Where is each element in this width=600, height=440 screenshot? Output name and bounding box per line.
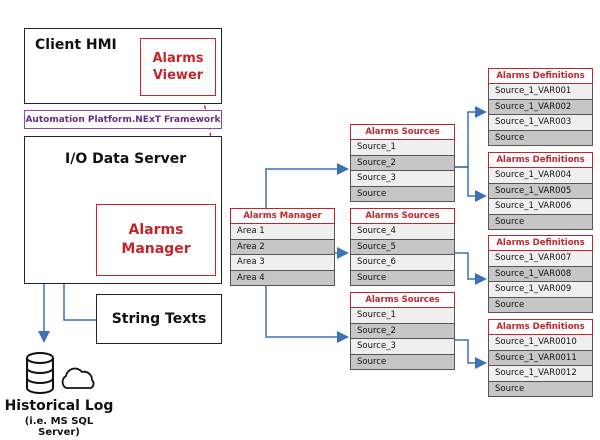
- alarms-sources-header: Alarms Sources: [350, 292, 455, 308]
- table-row: Area 3: [230, 255, 335, 271]
- alarms-sources-table-2: Alarms Sources Source_4 Source_5 Source_…: [350, 208, 455, 286]
- table-row: Source: [488, 381, 593, 397]
- table-row: Source_1: [350, 308, 455, 324]
- table-row: Source_1_VAR006: [488, 199, 593, 215]
- alarms-definitions-header: Alarms Definitions: [488, 235, 593, 251]
- table-row: Source_1_VAR0010: [488, 335, 593, 351]
- framework-bar: Automation Platform.NExT Framework: [24, 110, 222, 129]
- cloud-icon: [61, 367, 95, 389]
- alarms-sources-table-3: Alarms Sources Source_1 Source_2 Source_…: [350, 292, 455, 370]
- area-to-sources-3: [265, 283, 349, 343]
- table-row: Source_4: [350, 224, 455, 240]
- table-row: Source_3: [350, 339, 455, 355]
- alarms-definitions-table-1: Alarms Definitions Source_1_VAR001 Sourc…: [488, 68, 593, 146]
- historical-log-subtitle: (i.e. MS SQL Server): [24, 416, 94, 438]
- table-row: Source_1_VAR009: [488, 282, 593, 298]
- alarms-definitions-header: Alarms Definitions: [488, 319, 593, 335]
- alarms-manager-line1: Alarms: [128, 222, 184, 238]
- alarms-sources-header: Alarms Sources: [350, 208, 455, 224]
- alarms-viewer-line2: Viewer: [152, 68, 204, 83]
- table-row: Source_2: [350, 155, 455, 171]
- table-row: Source_3: [350, 171, 455, 187]
- table-row: Area 2: [230, 239, 335, 255]
- table-row: Source_1_VAR008: [488, 266, 593, 282]
- alarms-definitions-table-2: Alarms Definitions Source_1_VAR004 Sourc…: [488, 152, 593, 230]
- alarms-definitions-header: Alarms Definitions: [488, 68, 593, 84]
- table-row: Source_1_VAR003: [488, 115, 593, 131]
- table-row: Source_6: [350, 255, 455, 271]
- alarms-manager-table: Alarms Manager Area 1 Area 2 Area 3 Area…: [230, 208, 335, 286]
- table-row: Source_1_VAR0012: [488, 366, 593, 382]
- table-row: Area 4: [230, 270, 335, 286]
- sources-to-defs-2: [455, 166, 487, 202]
- alarms-definitions-table-4: Alarms Definitions Source_1_VAR0010 Sour…: [488, 319, 593, 397]
- alarms-viewer-line1: Alarms: [152, 51, 204, 66]
- area-to-sources-1: [265, 163, 349, 208]
- alarms-manager-table-header: Alarms Manager: [230, 208, 335, 224]
- table-row: Source_1_VAR005: [488, 183, 593, 199]
- table-row: Source_1_VAR0011: [488, 350, 593, 366]
- table-row: Source: [488, 130, 593, 146]
- table-row: Source_1_VAR007: [488, 251, 593, 267]
- alarms-manager-line2: Manager: [121, 241, 191, 257]
- historical-log-title: Historical Log: [4, 398, 114, 414]
- string-texts-box: String Texts: [96, 294, 222, 344]
- sources-to-defs-4: [455, 339, 487, 369]
- alarms-sources-table-1: Alarms Sources Source_1 Source_2 Source_…: [350, 124, 455, 202]
- table-row: Source: [350, 270, 455, 286]
- sources-to-defs-3: [455, 252, 487, 285]
- alarms-definitions-table-3: Alarms Definitions Source_1_VAR007 Sourc…: [488, 235, 593, 313]
- table-row: Source: [488, 297, 593, 313]
- database-icon: [26, 352, 54, 394]
- table-row: Source: [350, 354, 455, 370]
- table-row: Source_1_VAR001: [488, 84, 593, 100]
- io-data-server-title: I/O Data Server: [65, 151, 187, 167]
- table-row: Source_5: [350, 239, 455, 255]
- alarms-manager-box: Alarms Manager: [96, 204, 216, 276]
- table-row: Source_1_VAR002: [488, 99, 593, 115]
- table-row: Source_2: [350, 323, 455, 339]
- sources-to-defs-1: [455, 106, 487, 168]
- table-row: Source: [350, 186, 455, 202]
- alarms-definitions-header: Alarms Definitions: [488, 152, 593, 168]
- table-row: Source: [488, 214, 593, 230]
- table-row: Area 1: [230, 224, 335, 240]
- table-row: Source_1: [350, 140, 455, 156]
- client-hmi-title: Client HMI: [35, 37, 117, 53]
- string-texts-label: String Texts: [111, 311, 207, 327]
- alarms-viewer-box: Alarms Viewer: [140, 38, 216, 96]
- table-row: Source_1_VAR004: [488, 168, 593, 184]
- alarms-sources-header: Alarms Sources: [350, 124, 455, 140]
